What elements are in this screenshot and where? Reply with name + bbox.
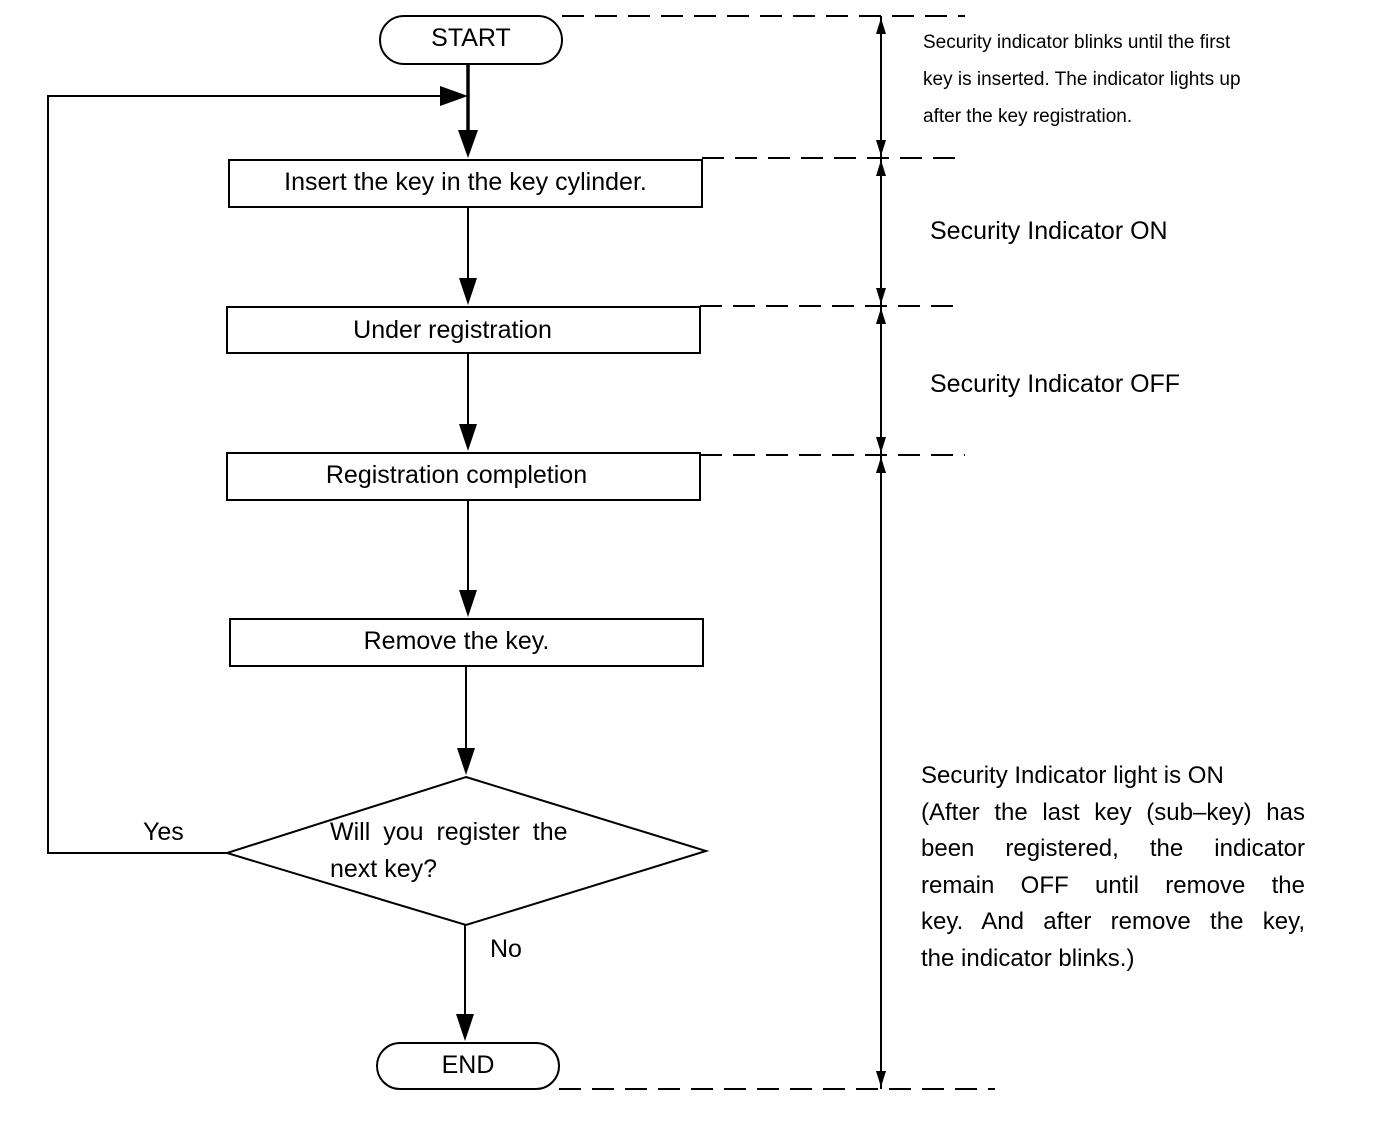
phase-span-arrowheads xyxy=(876,18,886,1087)
arrow-decision-to-end xyxy=(456,925,474,1041)
insert-key-label: Insert the key in the key cylinder. xyxy=(284,168,647,196)
under-registration-label: Under registration xyxy=(353,316,552,344)
phase4-note: Security Indicator light is ON (After th… xyxy=(921,758,1305,977)
phase4-note-line6: the indicator blinks.) xyxy=(921,944,1135,972)
phase4-note-line1: Security Indicator light is ON xyxy=(921,762,1224,789)
remove-key-box xyxy=(229,618,704,667)
under-registration-box xyxy=(226,306,701,354)
decision-label-line2: next key? xyxy=(330,855,438,883)
phase-boundaries xyxy=(559,15,995,1090)
phase1-note: Security indicator blinks until the firs… xyxy=(923,24,1303,135)
phase1-note-line2: key is inserted. The indicator lights up xyxy=(923,69,1241,90)
registration-completion-box xyxy=(226,452,701,501)
arrow-insert-to-under xyxy=(459,207,477,305)
phase4-note-line4: remain OFF until remove the xyxy=(921,871,1305,899)
registration-completion-label: Registration completion xyxy=(325,461,588,489)
decision-label-line1: Will you register the xyxy=(330,818,568,846)
insert-key-box xyxy=(228,159,703,208)
yes-loop-arrow xyxy=(47,86,468,854)
arrow-start-to-insert xyxy=(458,64,478,158)
start-label: START xyxy=(431,24,511,52)
arrow-completion-to-remove xyxy=(459,500,477,617)
phase4-note-line5: key. And after remove the key, xyxy=(921,908,1305,935)
phase4-note-line3: been registered, the indicator xyxy=(921,835,1305,862)
next-key-decision xyxy=(223,775,710,927)
remove-key-label: Remove the key. xyxy=(363,627,550,655)
no-label: No xyxy=(490,935,522,963)
phase3-note: Security Indicator OFF xyxy=(930,370,1181,398)
phase1-note-line1: Security indicator blinks until the firs… xyxy=(923,32,1231,53)
start-terminator xyxy=(379,15,563,65)
phase2-note: Security Indicator ON xyxy=(930,217,1168,245)
arrow-under-to-completion xyxy=(459,353,477,451)
end-label: END xyxy=(441,1051,495,1079)
phase1-note-line3: after the key registration. xyxy=(923,106,1133,127)
phase4-note-line2: (After the last key (sub–key) has xyxy=(921,798,1305,826)
yes-label: Yes xyxy=(143,818,184,846)
arrow-remove-to-decision xyxy=(457,666,475,775)
end-terminator xyxy=(376,1042,560,1090)
